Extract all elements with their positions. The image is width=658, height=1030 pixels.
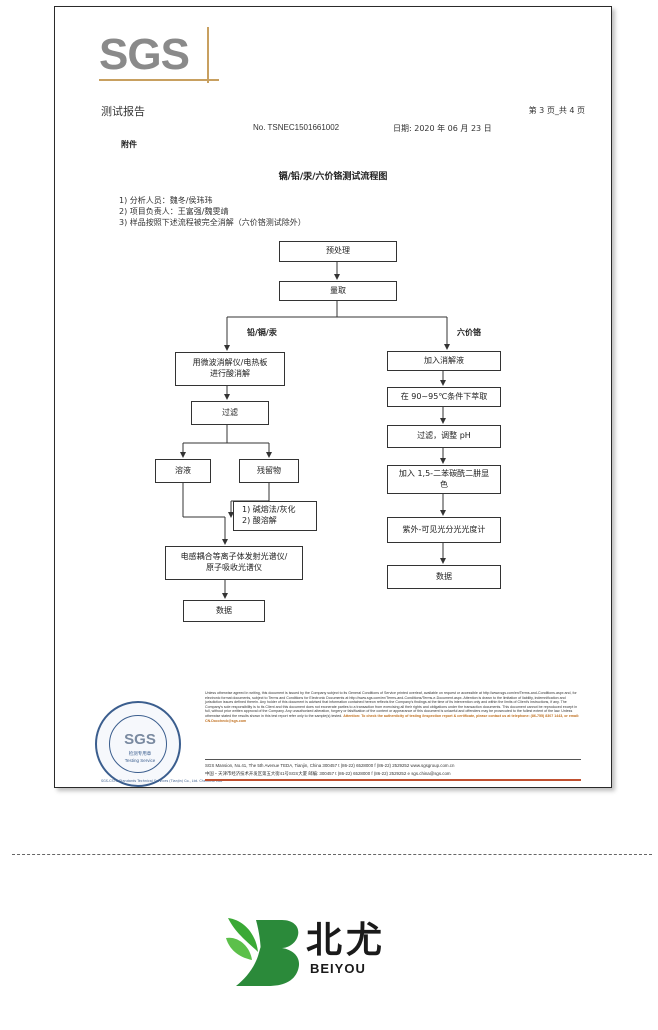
report-page: SGS 测试报告 第 3 页_共 4 页 No. TSNEC1501661002… [54,6,612,788]
step-filter: 过滤 [191,401,269,425]
branch-label-pb-cd-hg: 铅/镉/汞 [247,328,277,337]
brand-name-cn: 北尤 [306,920,387,961]
step-filter-ph: 过滤，调整 pH [387,425,501,448]
footer-address-en: SGS Mansion, No.41, The 5th Avenue TEDA,… [205,763,455,768]
seal-inner-ring [109,715,167,773]
flowchart-connectors [180,262,450,599]
step-solution: 溶液 [155,459,211,483]
footer-address-cn: 中国・天津市经济技术开发区第五大街41号SGS大厦 邮编: 300457 t (… [205,771,451,776]
logo-underline [99,79,219,81]
disclaimer-text: Unless otherwise agreed in writing, this… [205,691,578,718]
beiyou-logo-icon [226,918,300,986]
seal-text-cn: 检测专用章 [128,752,152,757]
step-extract: 在 90~95℃条件下萃取 [387,387,501,407]
branch-label-cr6: 六价铬 [457,328,481,337]
step-residue-method: 1) 碱熔法/灰化 2) 酸溶解 [233,501,317,531]
seal-logo: SGS [124,731,156,748]
authenticity-attention: Attention: To check the authenticity of … [205,713,580,723]
appendix-label: 附件 [121,140,137,149]
step-add-reagent: 加入 1,5-二苯碳酰二肼显 色 [387,465,501,494]
footer-divider [205,759,581,760]
sgs-testing-seal: SGS 检测专用章 Testing Service SGS-CSTC Stand… [95,701,223,787]
section-divider [12,854,652,855]
step-acid-digestion: 用微波消解仪/电热板 进行酸消解 [175,352,285,386]
step-add-digestion-solution: 加入消解液 [387,351,501,371]
seal-text-en: Testing Service [124,758,156,763]
info-project-lead: 2) 项目负责人：王富强/魏雯靖 [119,207,229,216]
report-title: 测试报告 [101,105,145,118]
footer-red-line [205,779,581,781]
report-number: No. TSNEC1501661002 [253,123,340,132]
step-data-left: 数据 [183,600,265,622]
step-weigh: 量取 [279,281,397,301]
step-data-right: 数据 [387,565,501,589]
step-pretreatment: 预处理 [279,241,397,262]
logo-accent-line [207,27,209,83]
step-uv-vis: 紫外-可见光分光光度计 [387,517,501,543]
sgs-logo: SGS [99,30,190,79]
brand-name-en: BEIYOU [310,961,366,976]
info-analyst: 1) 分析人员：魏冬/侯玮玮 [119,196,213,205]
step-residue: 残留物 [239,459,299,483]
page-indicator: 第 3 页_共 4 页 [528,106,585,115]
info-digestion-note: 3) 样品按照下述流程被完全消解（六价铬测试除外） [119,218,306,227]
step-icp-aas: 电感耦合等离子体发射光谱仪/ 原子吸收光谱仪 [165,546,303,580]
footer-disclaimer: Unless otherwise agreed in writing, this… [205,691,581,723]
report-date: 日期: 2020 年 06 月 23 日 [393,124,492,133]
seal-ring-text: SGS-CSTC Standards Technical Services (T… [101,779,223,783]
flowchart-title: 镉/铅/汞/六价铬测试流程图 [278,172,388,182]
